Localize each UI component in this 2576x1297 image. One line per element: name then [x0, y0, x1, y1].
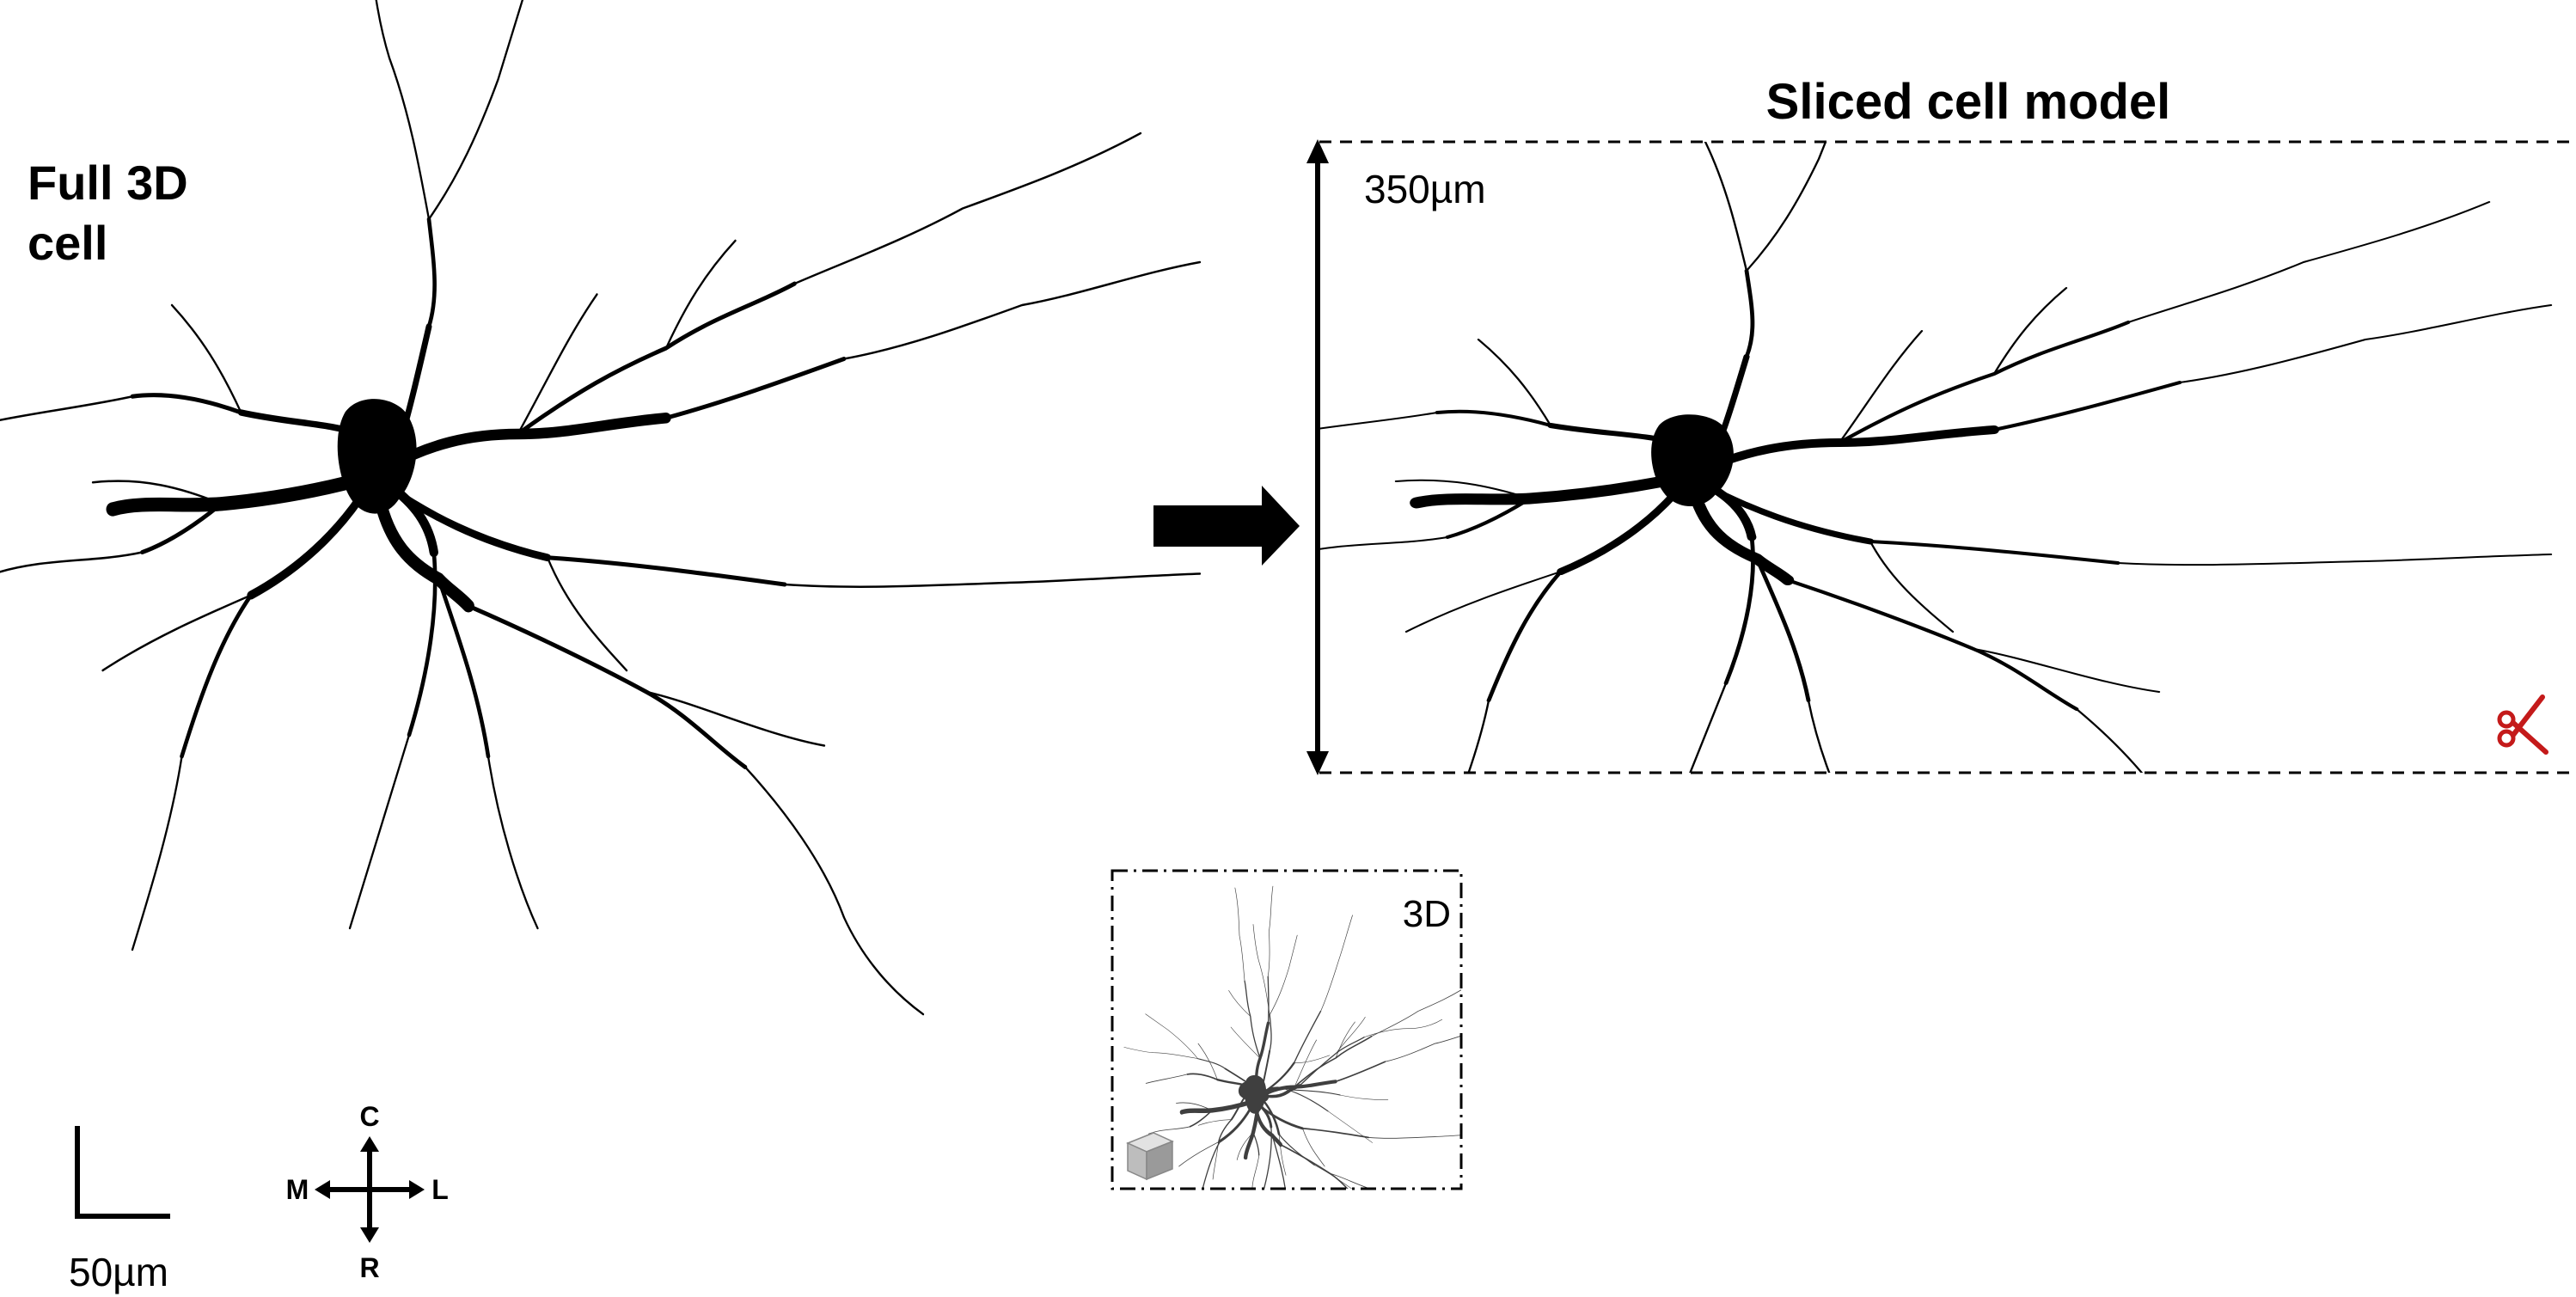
height-arrow [1306, 139, 1329, 775]
full-cell-title-line1: Full 3D [28, 156, 188, 210]
slice-height-label: 350µm [1364, 167, 1486, 211]
compass-label-left: M [286, 1174, 309, 1205]
sliced-cell-title: Sliced cell model [1766, 74, 2171, 130]
orientation-compass: C R M L [286, 1101, 449, 1283]
compass-label-right: L [431, 1174, 449, 1205]
full-cell-panel: Full 3D cell 50µm C R M L [0, 0, 1200, 1294]
scale-bar-label: 50µm [69, 1250, 168, 1294]
scissors-icon [2500, 697, 2546, 752]
inset-label: 3D [1403, 893, 1451, 935]
transform-arrow [1153, 486, 1300, 566]
full-cell-title-line2: cell [28, 216, 107, 270]
scale-bar [75, 1126, 170, 1219]
compass-arrows-icon [315, 1136, 425, 1243]
compass-label-down: R [359, 1252, 379, 1283]
inset-border [1111, 869, 1463, 1190]
cube-icon [1126, 1132, 1174, 1181]
sliced-cell-panel: Sliced cell model 350µm [1306, 74, 2576, 775]
full-neuron-morphology [0, 0, 1200, 1014]
inset-3d-view: 3D [1111, 869, 1463, 1190]
compass-label-up: C [359, 1101, 379, 1132]
